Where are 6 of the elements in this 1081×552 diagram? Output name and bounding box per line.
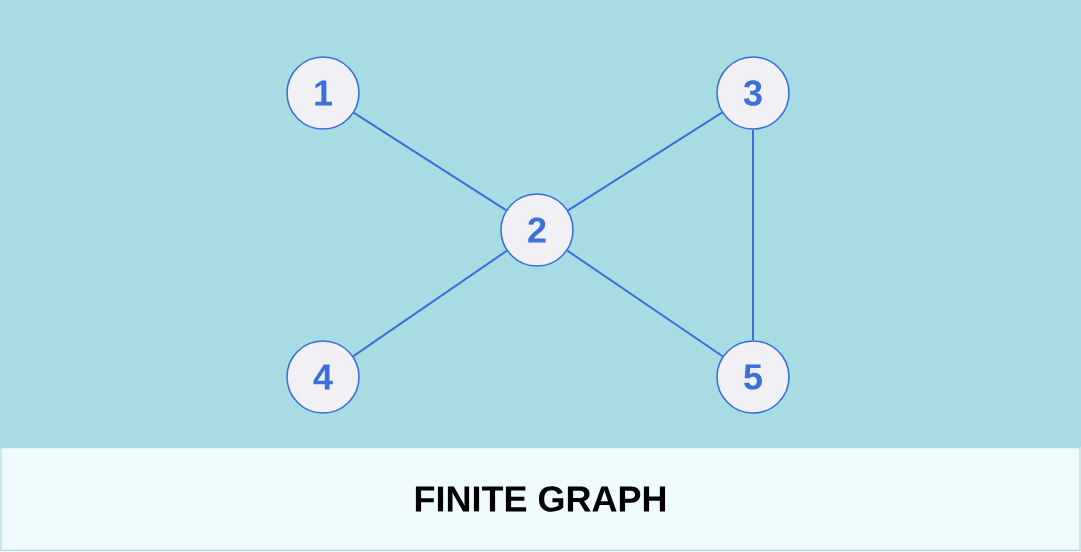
edge-line xyxy=(752,128,754,342)
edge-line xyxy=(353,111,507,212)
title-band: FINITE GRAPH xyxy=(0,446,1081,552)
edge-line xyxy=(567,111,723,212)
edge-line xyxy=(352,249,508,358)
edge-line xyxy=(566,249,724,358)
